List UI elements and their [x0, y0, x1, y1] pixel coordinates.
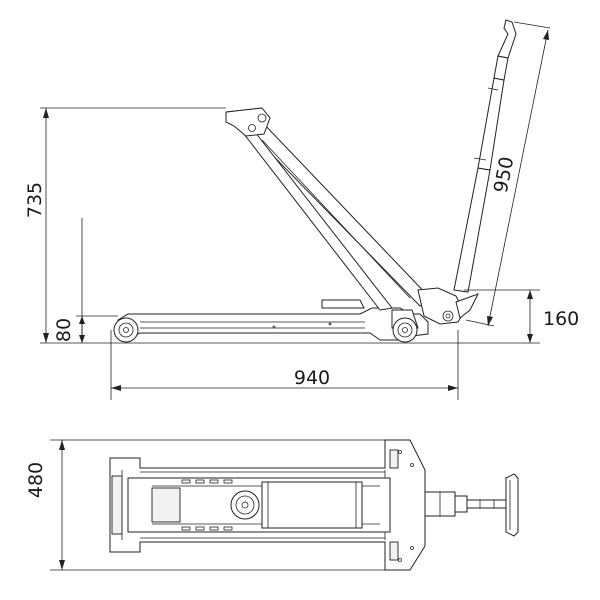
dimension-height-max: 735	[24, 107, 226, 343]
dimension-length: 940	[110, 330, 459, 400]
dimension-width: 480	[25, 439, 385, 571]
top-handle	[424, 473, 519, 537]
side-view: 735 80 940 950	[24, 19, 579, 400]
dimension-label-width: 480	[25, 462, 47, 498]
top-view: 480	[25, 439, 519, 571]
chassis	[117, 299, 429, 341]
top-slots	[181, 479, 233, 531]
dimension-label-length: 940	[294, 367, 330, 389]
dimension-label-height-max: 735	[24, 182, 46, 218]
lifting-arm	[225, 107, 433, 311]
rear-castor-wheel	[391, 309, 419, 343]
top-saddle	[230, 490, 260, 520]
front-wheel	[113, 317, 139, 343]
handle	[453, 19, 517, 293]
dimension-handle-height: 160	[464, 289, 579, 343]
top-rear-wheel-upper	[389, 449, 399, 469]
dimension-label-height-min: 80	[53, 318, 75, 342]
dimension-height-min: 80	[53, 218, 118, 343]
top-rear-wheel-lower	[389, 541, 399, 561]
top-front-wheel	[111, 475, 123, 535]
pump-head	[417, 287, 480, 325]
dimension-label-handle-length: 950	[490, 155, 519, 195]
dimension-label-handle-height: 160	[543, 308, 579, 330]
